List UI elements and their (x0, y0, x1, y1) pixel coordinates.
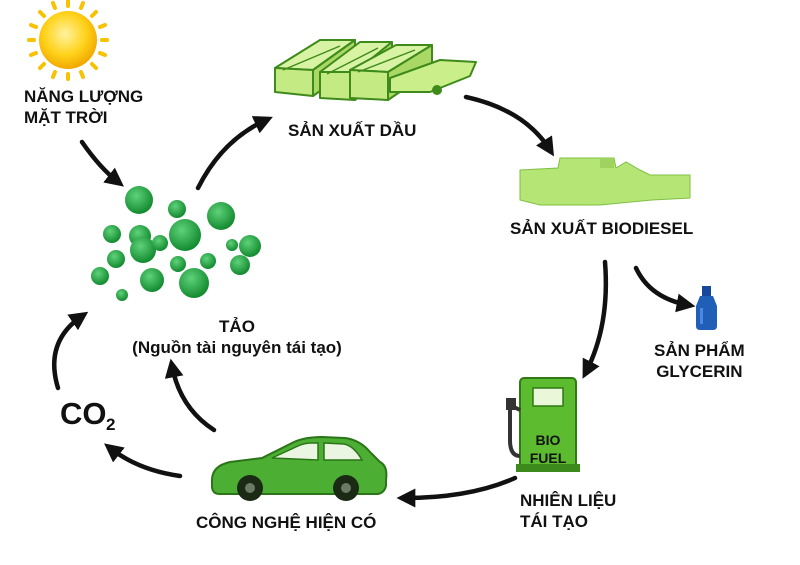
arrow-oil-to-biodiesel (463, 94, 555, 157)
solar-energy-label-line2: MẶT TRỜI (24, 108, 108, 127)
oil-production-tanks-icon (274, 39, 477, 101)
existing-technology-label: CÔNG NGHỆ HIỆN CÓ (196, 513, 377, 532)
renewable-fuel-label: NHIÊN LIỆU TÁI TẠO (520, 490, 616, 532)
arrow-fuel-to-car (396, 475, 518, 508)
arrow-sun-to-algae (79, 139, 124, 187)
solar-energy-label: NĂNG LƯỢNG MẶT TRỜI (24, 86, 143, 128)
glycerin-label-line2: GLYCERIN (656, 362, 743, 381)
biodiesel-plant-icon (519, 157, 691, 206)
pump-label-line1: BIO (536, 432, 561, 448)
algae-cluster-icon (91, 186, 261, 301)
cycle-arrows (52, 94, 696, 508)
arrow-car-to-co2 (104, 443, 183, 479)
fuel-pump-icon: BIO FUEL (506, 377, 580, 472)
glycerin-bottle-icon (696, 286, 717, 330)
glycerin-label-line1: SẢN PHẨM (654, 341, 745, 360)
renewable-fuel-label-line1: NHIÊN LIỆU (520, 491, 617, 510)
oil-production-label: SẢN XUẤT DẦU (288, 121, 417, 140)
glycerin-product-label: SẢN PHẨM GLYCERIN (654, 340, 745, 382)
algae-label: TẢO (Nguồn tài nguyên tái tạo) (112, 316, 362, 358)
algae-label-line2: (Nguồn tài nguyên tái tạo) (132, 338, 342, 357)
sun-icon (27, 0, 109, 81)
biodiesel-production-label: SẢN XUẤT BIODIESEL (510, 219, 694, 238)
arrow-biodiesel-to-glycerin (633, 265, 696, 313)
car-icon (211, 435, 388, 501)
arrow-algae-to-oil (195, 116, 273, 191)
arrow-car-to-algae (164, 358, 217, 433)
arrow-biodiesel-to-fuel (582, 259, 609, 379)
pump-label-line2: FUEL (530, 450, 567, 466)
co2-label: CO (60, 396, 107, 431)
algae-label-line1: TẢO (219, 317, 255, 336)
arrow-co2-to-algae (52, 311, 89, 391)
solar-energy-label-line1: NĂNG LƯỢNG (24, 87, 144, 106)
renewable-fuel-label-line2: TÁI TẠO (520, 512, 588, 531)
co2-subscript: 2 (106, 415, 115, 434)
